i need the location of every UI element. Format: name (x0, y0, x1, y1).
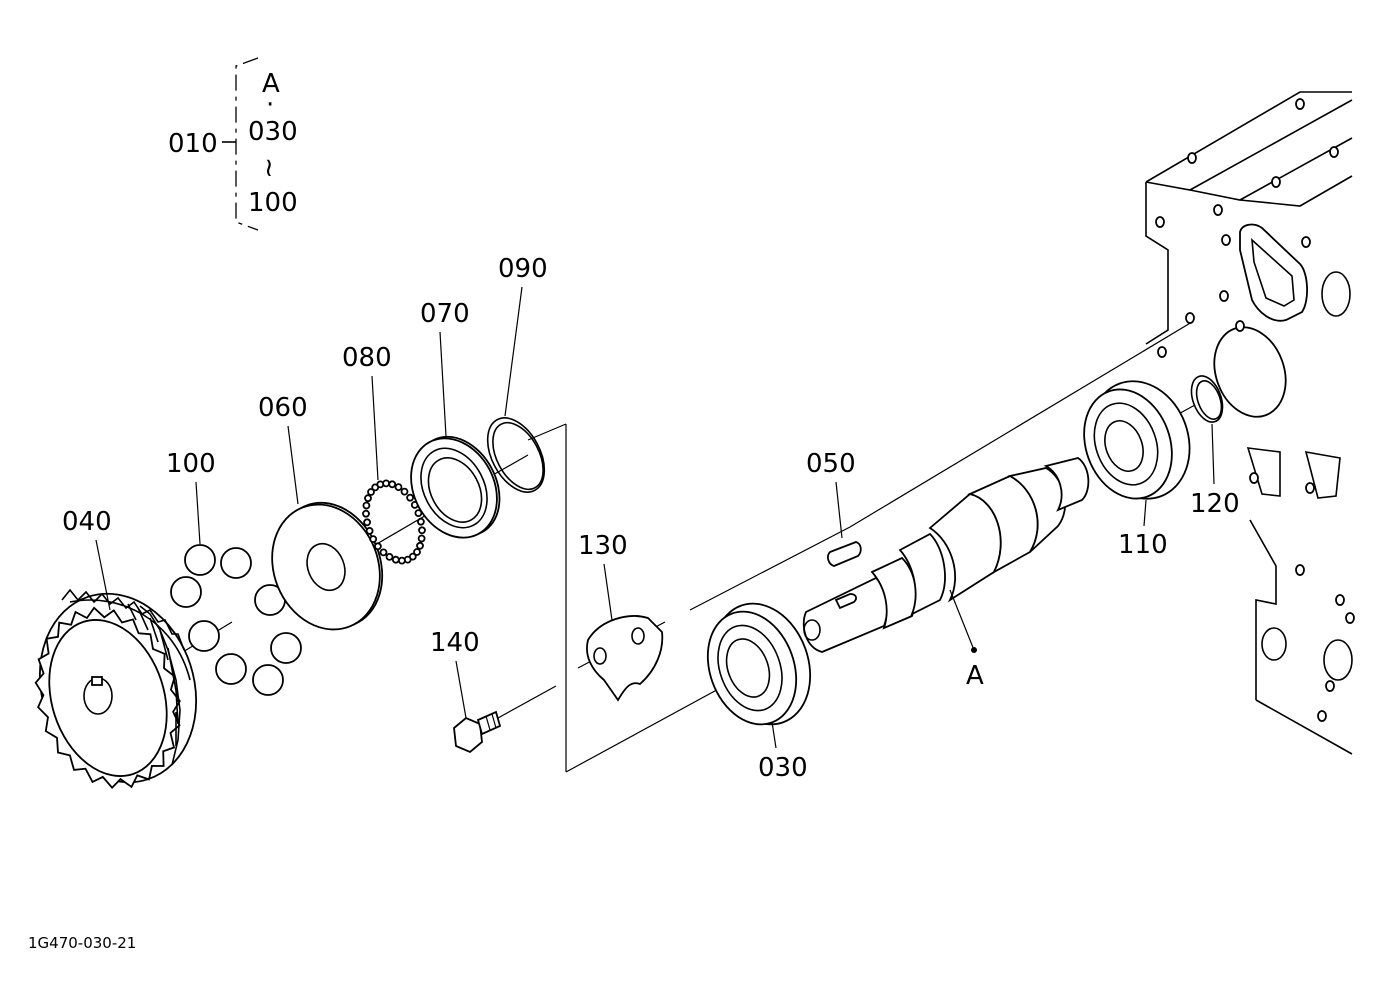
ring-ball (364, 494, 372, 503)
block-hole (1345, 612, 1355, 624)
ring-ball (369, 535, 378, 543)
label-080[interactable]: 080 (342, 343, 392, 373)
group-bracket-010: 010 A · 030 ≀ 100 (168, 57, 298, 231)
label-090[interactable]: 090 (498, 254, 548, 284)
label-group-100[interactable]: 100 (248, 188, 298, 218)
label-130[interactable]: 130 (578, 531, 628, 561)
snap-ring-090[interactable] (476, 408, 556, 501)
ring-ball (362, 509, 370, 518)
bolt-140[interactable] (453, 710, 502, 754)
label-050[interactable]: 050 (806, 449, 856, 479)
label-060[interactable]: 060 (258, 393, 308, 423)
block-hole (1271, 176, 1281, 188)
ring-ball (362, 501, 371, 510)
block-hole (1235, 320, 1245, 332)
crankshaft-a[interactable] (802, 457, 1090, 653)
block-hole (1185, 312, 1195, 324)
ring-ball (413, 548, 421, 556)
ring-ball (397, 556, 406, 565)
ring-ball (388, 480, 397, 489)
ring-ball (365, 527, 374, 535)
ball-ring-080[interactable] (362, 479, 426, 565)
block-hole (1157, 346, 1167, 358)
drawing-code: 1G470-030-21 (28, 934, 136, 952)
ring-ball (385, 553, 394, 561)
label-group-dot: · (266, 90, 274, 120)
label-040[interactable]: 040 (62, 507, 112, 537)
block-hole (1221, 234, 1231, 246)
label-030[interactable]: 030 (758, 753, 808, 783)
ring-ball (416, 541, 424, 550)
block-hole (1317, 710, 1327, 722)
ring-ball (416, 517, 425, 526)
ring-ball (417, 534, 426, 543)
label-010[interactable]: 010 (168, 129, 218, 159)
key-050[interactable] (827, 541, 862, 567)
housing-070[interactable] (394, 422, 516, 552)
label-ref-a: A (966, 661, 984, 691)
block-hole (1187, 152, 1197, 164)
ring-ball (363, 518, 372, 527)
ring-ball (418, 526, 426, 535)
bearing-030[interactable] (693, 590, 827, 738)
ring-ball (379, 548, 388, 557)
label-group-030[interactable]: 030 (248, 117, 298, 147)
block-hole (1295, 98, 1305, 110)
bearing-110[interactable] (1069, 367, 1205, 513)
ring-ball (382, 479, 391, 488)
label-group-a: A (262, 69, 280, 99)
label-140[interactable]: 140 (430, 628, 480, 658)
block-hole (1301, 236, 1311, 248)
ring-ball (406, 493, 415, 502)
ring-ball (400, 487, 409, 496)
ring-ball (367, 488, 375, 496)
retainer-130[interactable] (586, 615, 664, 702)
circlip-120[interactable] (1186, 372, 1229, 427)
engine-block (1145, 91, 1355, 755)
block-hole (1335, 594, 1345, 606)
label-110[interactable]: 110 (1118, 530, 1168, 560)
block-hole (1155, 216, 1165, 228)
label-120[interactable]: 120 (1190, 489, 1240, 519)
block-hole (1295, 564, 1305, 576)
block-hole (1213, 204, 1223, 216)
ring-ball (391, 555, 400, 564)
block-hole (1305, 482, 1315, 494)
label-group-tilde: ≀ (264, 153, 274, 183)
block-hole (1249, 472, 1259, 484)
ring-ball (373, 542, 382, 551)
block-hole (1325, 680, 1335, 692)
ring-ball (394, 483, 403, 492)
block-hole (1329, 146, 1339, 158)
washer-060[interactable] (254, 487, 401, 646)
label-070[interactable]: 070 (420, 299, 470, 329)
ref-mark-a: A (949, 589, 984, 691)
block-hole (1219, 290, 1229, 302)
label-100[interactable]: 100 (166, 449, 216, 479)
gear-keyway (91, 676, 103, 686)
gear-040[interactable] (16, 573, 220, 803)
